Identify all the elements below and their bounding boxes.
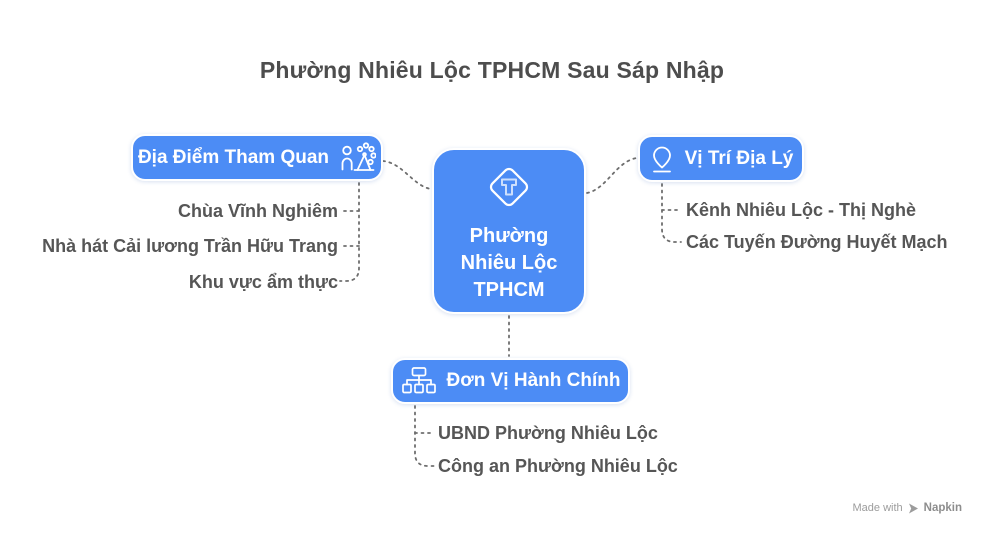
list-item-admin-1: UBND Phường Nhiêu Lộc — [438, 423, 658, 443]
branch-box-location[interactable]: Vị Trí Địa Lý — [638, 135, 804, 182]
branch-admin-label: Đơn Vị Hành Chính — [446, 370, 621, 391]
person-ferris-wheel-icon — [339, 141, 377, 174]
branch-location-label: Vị Trí Địa Lý — [684, 147, 794, 169]
made-with-napkin-link[interactable]: Made with Napkin — [853, 502, 962, 514]
branch-box-admin[interactable]: Đơn Vị Hành Chính — [391, 358, 630, 404]
napkin-logo-icon — [908, 503, 919, 514]
connector-center-to-right — [586, 157, 638, 194]
map-pin-icon — [649, 145, 675, 173]
list-item-location-2: Các Tuyến Đường Huyết Mạch — [686, 232, 948, 252]
list-item-admin-2: Công an Phường Nhiêu Lộc — [438, 456, 678, 476]
watermark-brand: Napkin — [923, 502, 962, 514]
t-junction-sign-icon — [481, 159, 537, 215]
list-item-attraction-1: Chùa Vĩnh Nghiêm — [177, 201, 338, 221]
center-node[interactable]: Phường Nhiêu Lộc TPHCM — [432, 148, 586, 314]
watermark-prefix: Made with — [852, 502, 903, 514]
branch-box-attractions[interactable]: Địa Điểm Tham Quan — [131, 134, 383, 181]
connector-left-to-center — [382, 160, 432, 190]
left-tree-spine — [339, 182, 360, 282]
center-node-label: Phường Nhiêu Lộc TPHCM — [460, 224, 558, 301]
list-item-attraction-3: Khu vực ẩm thực — [188, 272, 338, 292]
list-item-location-1: Kênh Nhiêu Lộc - Thị Nghè — [686, 200, 916, 220]
branch-attractions-label: Địa Điểm Tham Quan — [137, 146, 330, 168]
right-tree-spine — [661, 183, 682, 243]
bottom-tree-spine — [414, 405, 435, 467]
org-chart-icon — [401, 366, 437, 396]
page-title: Phường Nhiêu Lộc TPHCM Sau Sáp Nhập — [259, 57, 725, 83]
list-item-attraction-2: Nhà hát Cải lương Trần Hữu Trang — [42, 236, 338, 256]
